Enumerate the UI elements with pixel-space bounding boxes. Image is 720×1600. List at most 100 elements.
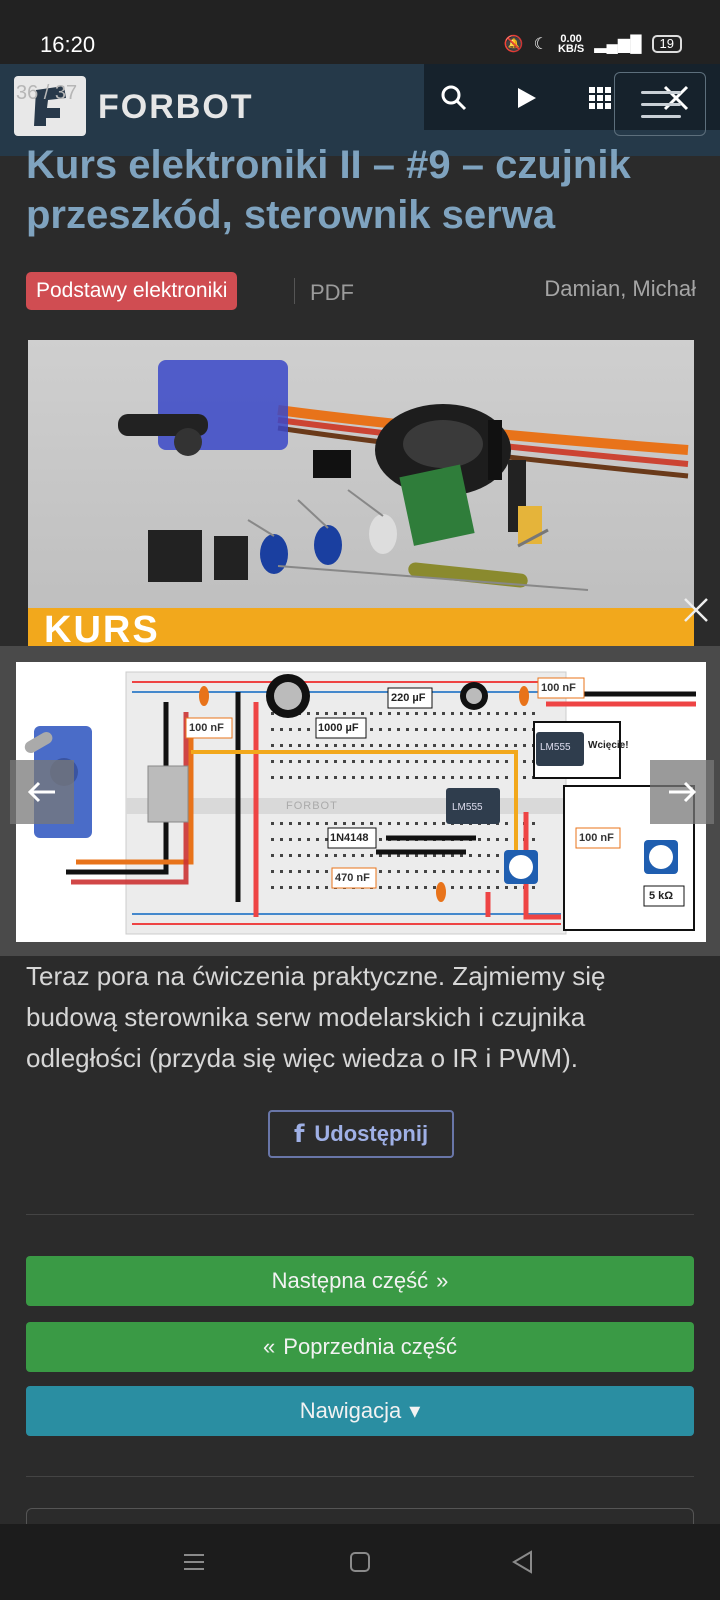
breadboard-hole bbox=[352, 776, 355, 779]
breadboard-hole bbox=[307, 776, 310, 779]
breadboard-hole bbox=[307, 760, 310, 763]
site-logo-text[interactable]: FORBOT bbox=[98, 88, 254, 126]
breadboard-schematic[interactable]: 100 nF 1000 µF 220 µF 100 nF LM555 LM555… bbox=[16, 662, 706, 942]
breadboard-hole bbox=[370, 760, 373, 763]
breadboard-hole bbox=[307, 886, 310, 889]
label-1n4148: 1N4148 bbox=[330, 832, 369, 844]
breadboard-hole bbox=[442, 760, 445, 763]
breadboard-hole bbox=[451, 760, 454, 763]
menu-icon bbox=[641, 91, 681, 94]
category-badge[interactable]: Podstawy elektroniki bbox=[26, 272, 238, 310]
breadboard-hole bbox=[334, 822, 337, 825]
breadboard-hole bbox=[460, 776, 463, 779]
previous-part-button[interactable]: « Poprzednia część bbox=[26, 1322, 694, 1372]
pdf-link[interactable]: PDF bbox=[310, 280, 354, 305]
breadboard-hole bbox=[388, 822, 391, 825]
breadboard-hole bbox=[289, 744, 292, 747]
breadboard-hole bbox=[397, 854, 400, 857]
breadboard-hole bbox=[424, 886, 427, 889]
site-header: 36 / 37 FORBOT bbox=[0, 64, 720, 156]
breadboard-hole bbox=[478, 744, 481, 747]
gallery-prev-button[interactable] bbox=[10, 760, 74, 824]
breadboard-hole bbox=[442, 744, 445, 747]
breadboard-hole bbox=[424, 822, 427, 825]
breadboard-hole bbox=[388, 854, 391, 857]
play-icon[interactable] bbox=[506, 78, 546, 118]
breadboard-hole bbox=[271, 870, 274, 873]
grid-icon[interactable] bbox=[580, 78, 620, 118]
breadboard-hole bbox=[361, 822, 364, 825]
label-220uf: 220 µF bbox=[391, 692, 426, 704]
breadboard-hole bbox=[361, 712, 364, 715]
lightbox-close-icon[interactable] bbox=[676, 590, 716, 630]
breadboard-hole bbox=[397, 728, 400, 731]
label-100nf-1: 100 nF bbox=[189, 722, 224, 734]
breadboard-hole bbox=[388, 760, 391, 763]
breadboard-hole bbox=[451, 854, 454, 857]
breadboard-hole bbox=[478, 886, 481, 889]
breadboard-hole bbox=[496, 760, 499, 763]
back-icon[interactable] bbox=[502, 1546, 542, 1578]
breadboard-hole bbox=[415, 744, 418, 747]
lightbox: 100 nF 1000 µF 220 µF 100 nF LM555 LM555… bbox=[0, 598, 720, 956]
breadboard-hole bbox=[388, 712, 391, 715]
breadboard-hole bbox=[271, 744, 274, 747]
recent-apps-icon[interactable] bbox=[174, 1546, 214, 1578]
next-part-button[interactable]: Następna część » bbox=[26, 1256, 694, 1306]
breadboard-hole bbox=[415, 870, 418, 873]
breadboard-hole bbox=[460, 744, 463, 747]
breadboard-hole bbox=[433, 854, 436, 857]
breadboard-hole bbox=[307, 870, 310, 873]
breadboard-hole bbox=[406, 760, 409, 763]
breadboard-hole bbox=[343, 854, 346, 857]
breadboard-hole bbox=[298, 854, 301, 857]
double-chevron-right-icon: » bbox=[436, 1268, 449, 1293]
breadboard-hole bbox=[424, 712, 427, 715]
home-icon[interactable] bbox=[340, 1546, 380, 1578]
breadboard-hole bbox=[379, 870, 382, 873]
breadboard-hole bbox=[388, 886, 391, 889]
breadboard-hole bbox=[505, 760, 508, 763]
menu-button[interactable] bbox=[614, 72, 706, 136]
breadboard-hole bbox=[271, 728, 274, 731]
breadboard-hole bbox=[469, 728, 472, 731]
breadboard-hole bbox=[307, 838, 310, 841]
breadboard-hole bbox=[469, 886, 472, 889]
breadboard-hole bbox=[316, 776, 319, 779]
breadboard-hole bbox=[307, 744, 310, 747]
breadboard-hole bbox=[496, 728, 499, 731]
breadboard-hole bbox=[379, 838, 382, 841]
breadboard-hole bbox=[343, 776, 346, 779]
breadboard-hole bbox=[523, 760, 526, 763]
breadboard-hole bbox=[325, 838, 328, 841]
article-intro: Teraz pora na ćwiczenia praktyczne. Zajm… bbox=[26, 961, 606, 1073]
breadboard-hole bbox=[316, 854, 319, 857]
breadboard-hole bbox=[343, 744, 346, 747]
breadboard-hole bbox=[325, 886, 328, 889]
breadboard-hole bbox=[487, 760, 490, 763]
breadboard-hole bbox=[316, 886, 319, 889]
breadboard-hole bbox=[433, 744, 436, 747]
breadboard-hole bbox=[532, 838, 535, 841]
breadboard-hole bbox=[523, 776, 526, 779]
breadboard-hole bbox=[379, 744, 382, 747]
breadboard-hole bbox=[361, 776, 364, 779]
breadboard-hole bbox=[505, 744, 508, 747]
logo-icon[interactable] bbox=[14, 76, 86, 136]
facebook-share-button[interactable]: f Udostępnij bbox=[268, 1110, 454, 1158]
breadboard-hole bbox=[325, 776, 328, 779]
breadboard-hole bbox=[496, 712, 499, 715]
battery-icon: 19 bbox=[651, 35, 682, 53]
breadboard-hole bbox=[415, 854, 418, 857]
zoom-icon[interactable] bbox=[434, 78, 474, 118]
gallery-next-button[interactable] bbox=[650, 760, 714, 824]
breadboard-hole bbox=[469, 744, 472, 747]
breadboard-hole bbox=[307, 712, 310, 715]
breadboard-hole bbox=[487, 728, 490, 731]
breadboard-hole bbox=[370, 712, 373, 715]
breadboard-hole bbox=[289, 776, 292, 779]
breadboard-hole bbox=[397, 822, 400, 825]
hero-image: KURS bbox=[28, 340, 694, 646]
image-counter: 36 / 37 bbox=[16, 82, 78, 104]
navigation-button[interactable]: Nawigacja ▾ bbox=[26, 1386, 694, 1436]
